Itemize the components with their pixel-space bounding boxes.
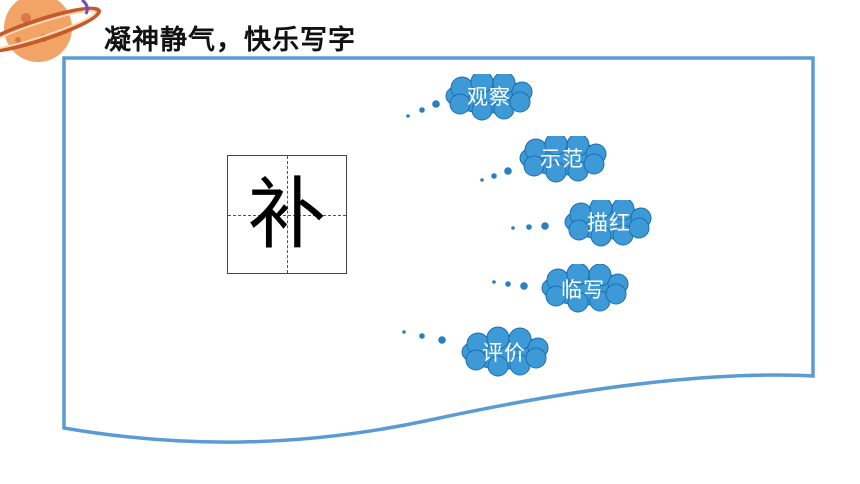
step-label-observe: 观察 xyxy=(467,85,511,109)
step-label-demonstrate: 示范 xyxy=(540,147,584,171)
page-title: 凝神静气，快乐写字 xyxy=(104,25,356,56)
step-cloud-trace[interactable] xyxy=(505,200,655,250)
planet-decoration xyxy=(0,0,102,62)
grid-horizontal-line xyxy=(228,215,346,216)
practice-character: 补 xyxy=(247,169,326,260)
step-label-evaluate: 评价 xyxy=(482,341,526,365)
step-cloud-demonstrate[interactable] xyxy=(474,136,614,186)
step-label-trace: 描红 xyxy=(587,211,631,235)
step-label-copy: 临写 xyxy=(561,278,605,302)
step-cloud-observe[interactable] xyxy=(400,74,540,124)
grid-vertical-line xyxy=(287,156,288,273)
step-cloud-copy[interactable] xyxy=(486,264,636,314)
character-grid-box: 补 xyxy=(227,155,347,274)
step-cloud-evaluate[interactable] xyxy=(398,326,558,378)
